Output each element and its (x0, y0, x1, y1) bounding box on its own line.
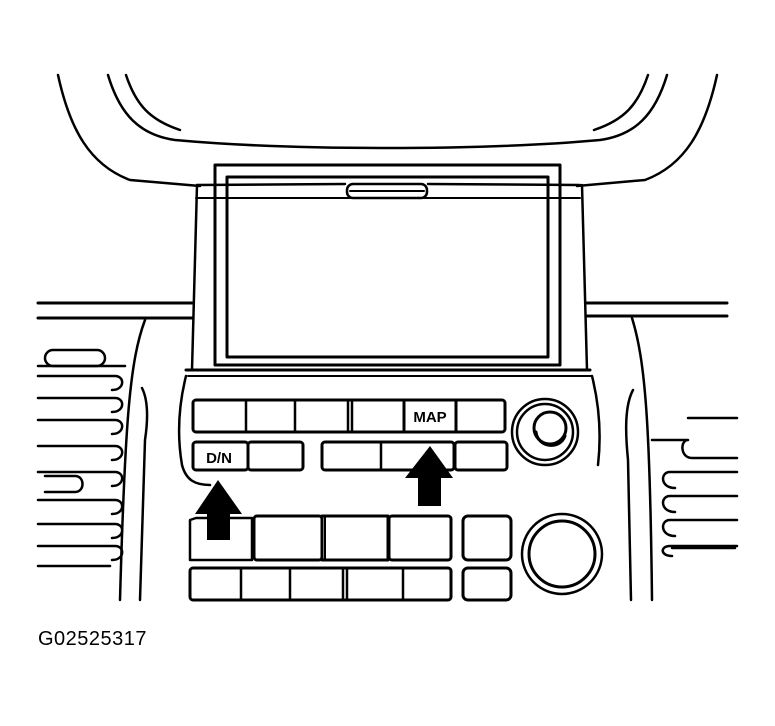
multi-function-knob[interactable] (510, 397, 580, 467)
climate-button-row-2 (188, 566, 513, 602)
arrow-to-dn-icon (195, 480, 242, 540)
center-stack-outline (118, 316, 654, 602)
nav-screen (213, 163, 562, 367)
left-air-vent (36, 348, 127, 568)
map-button-label: MAP (413, 409, 446, 426)
right-air-vent (650, 416, 739, 558)
dash-trim-lines (36, 301, 729, 320)
climate-button-row-1 (188, 514, 513, 562)
climate-knob[interactable] (520, 512, 604, 596)
dn-button-label: D/N (206, 450, 232, 467)
arrow-to-map-icon (405, 446, 453, 506)
second-button-row (191, 440, 509, 472)
figure-id-label: G02525317 (38, 628, 148, 650)
map-button[interactable] (402, 398, 458, 434)
top-button-row (191, 398, 507, 434)
display-housing (190, 182, 589, 372)
upper-dash-outline (56, 73, 719, 188)
